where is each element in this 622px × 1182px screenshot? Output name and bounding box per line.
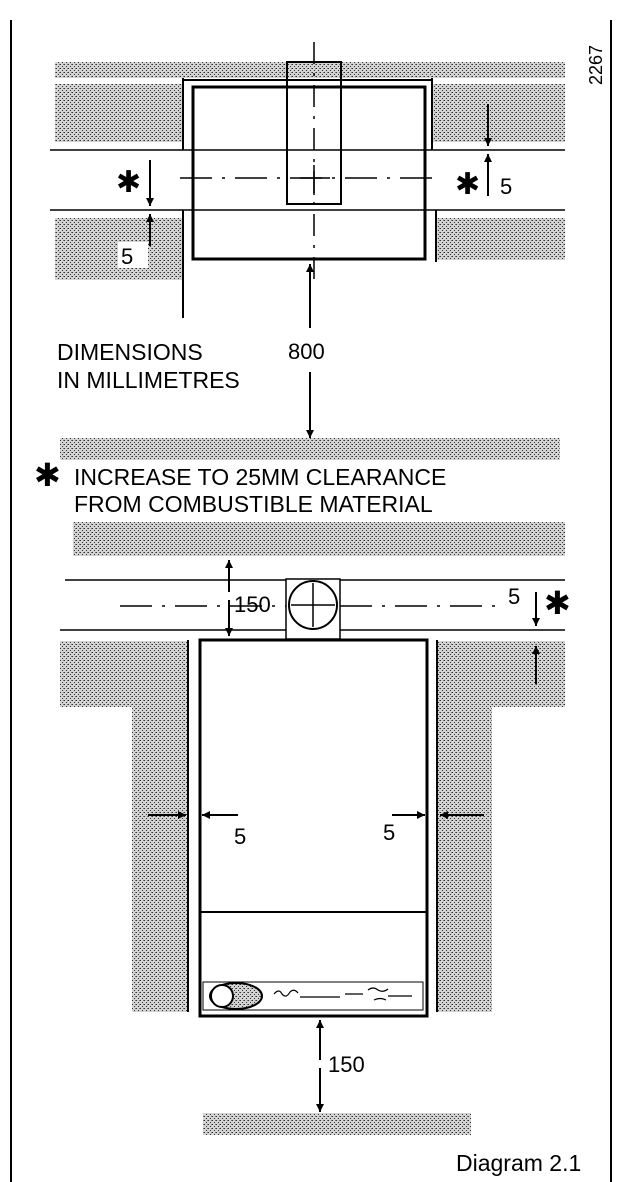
clearance-label-left: 5: [234, 824, 246, 849]
control-scribble: [273, 987, 412, 1001]
clearance-label-bottom: 150: [328, 1052, 365, 1077]
wall-top-strip: [55, 62, 565, 78]
plan-view: ✱ 5 ✱ 5 800 DIMENSIONS IN MILLIMETRES: [50, 42, 565, 438]
wall-front: [60, 438, 560, 460]
figure-number: 2267: [586, 45, 606, 85]
boiler-plan: [191, 85, 427, 261]
units-note-line2: IN MILLIMETRES: [57, 367, 240, 393]
wall-top-left: [55, 84, 183, 142]
clearance-label-flue-left: 5: [121, 244, 133, 269]
clearance-label-top: 150: [234, 592, 271, 617]
asterisk-marker-right: ✱: [455, 168, 480, 201]
wall-top-right: [432, 84, 565, 142]
clearance-label-right: 5: [383, 820, 395, 845]
clearance-label-flue-right: 5: [500, 174, 512, 199]
combustible-note-line1: INCREASE TO 25MM CLEARANCE: [74, 464, 446, 490]
clearance-label-flue: 5: [508, 584, 520, 609]
wall-side-right: [437, 641, 565, 1012]
front-view: 150 5 ✱ 5 5 150: [60, 522, 571, 1135]
label-bg-left: [118, 242, 148, 268]
wall-side-left: [60, 641, 188, 1012]
boiler-front: [198, 638, 429, 1018]
asterisk-note-marker: ✱: [34, 457, 61, 493]
diagram-caption: Diagram 2.1: [456, 1150, 581, 1176]
asterisk-marker-front: ✱: [544, 585, 571, 621]
units-note-line1: DIMENSIONS: [57, 339, 203, 365]
wall-bottom-right: [436, 218, 565, 260]
pressure-gauge-icon: [210, 984, 234, 1008]
control-panel: [202, 981, 424, 1011]
recess-outline-right: [431, 78, 437, 262]
ceiling-strip: [73, 522, 565, 556]
clearance-label-front: 800: [288, 339, 325, 364]
asterisk-marker-left: ✱: [116, 166, 141, 199]
combustible-note-line2: FROM COMBUSTIBLE MATERIAL: [74, 491, 433, 517]
floor-strip: [203, 1113, 471, 1135]
